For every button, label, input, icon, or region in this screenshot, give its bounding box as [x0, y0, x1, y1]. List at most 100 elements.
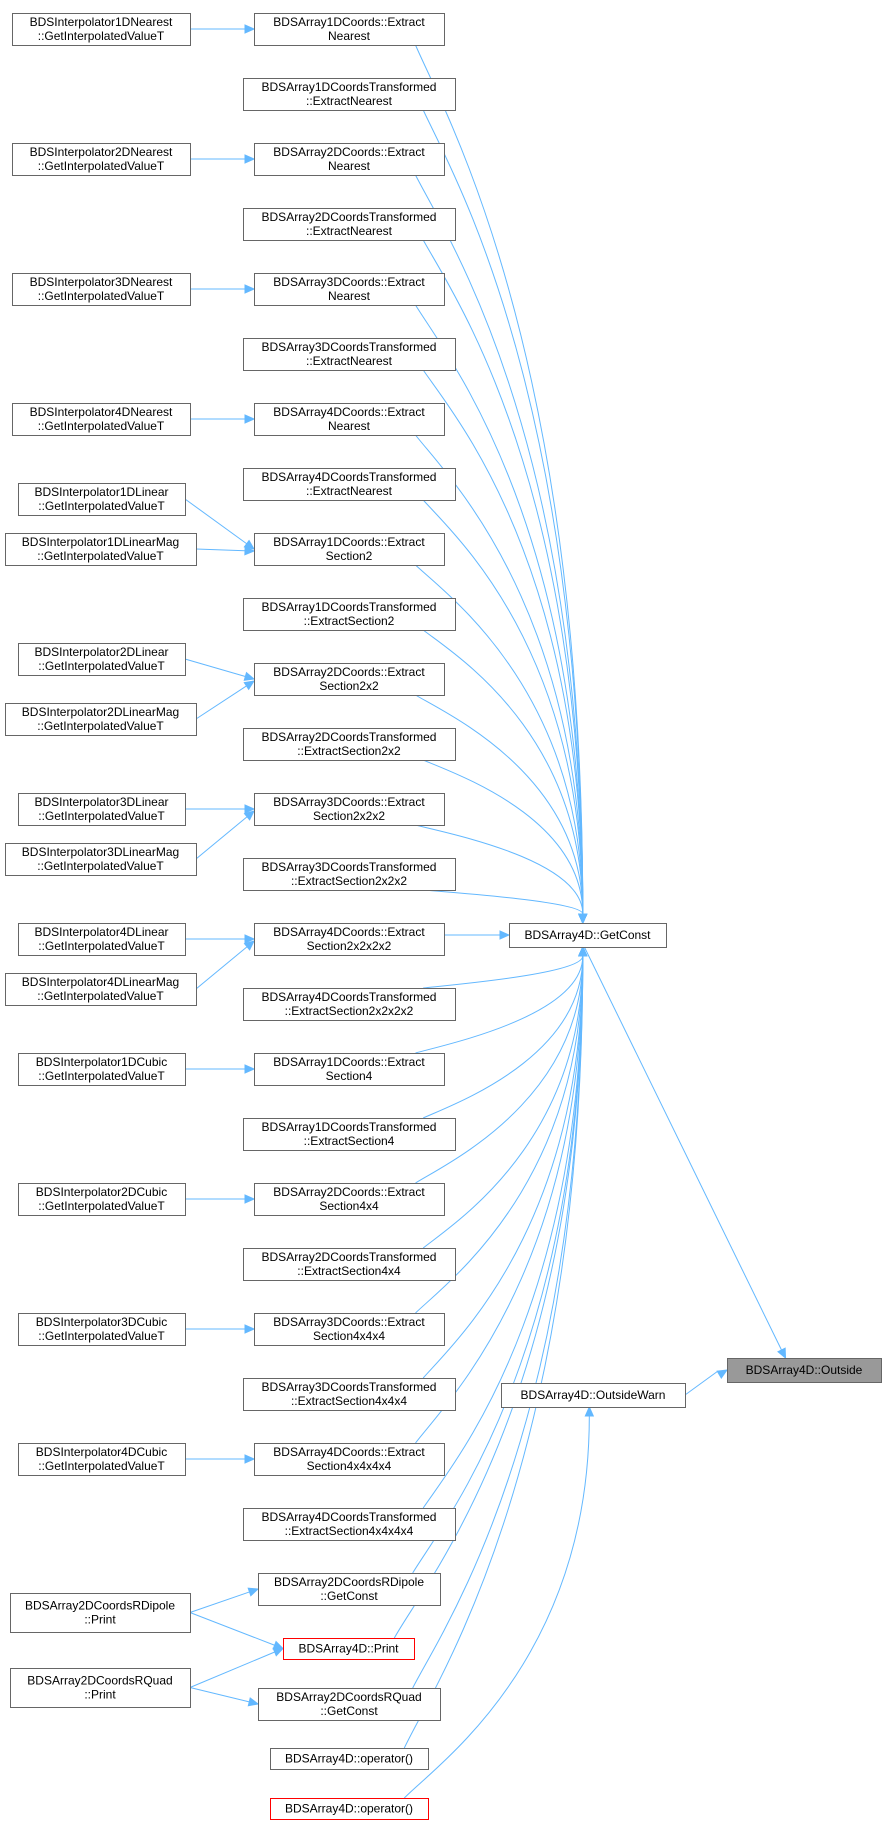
node-bdsarray4dcoords-extract-section2x2x2x2[interactable]: BDSArray4DCoords::ExtractSection2x2x2x2: [254, 923, 445, 956]
node-bdsinterpolator1dlinearmag-getinterpolatedvaluet[interactable]: BDSInterpolator1DLinearMag::GetInterpola…: [5, 533, 197, 566]
edge-n34-to-gc: [422, 955, 584, 1249]
node-box: [254, 143, 445, 176]
node-label-line: BDSArray4D::GetConst: [524, 928, 651, 942]
edges-layer: [184, 24, 787, 1799]
node-bdsinterpolator4dlinearmag-getinterpolatedvaluet[interactable]: BDSInterpolator4DLinearMag::GetInterpola…: [5, 973, 197, 1006]
node-bdsarray2dcoordstransformed-extractnearest[interactable]: BDSArray2DCoordsTransformed::ExtractNear…: [243, 208, 456, 241]
node-label-line: Nearest: [328, 159, 371, 173]
node-label-line: ::ExtractNearest: [306, 354, 393, 368]
node-label-line: ::ExtractSection4: [304, 1134, 395, 1148]
node-bdsinterpolator2dcubic-getinterpolatedvaluet[interactable]: BDSInterpolator2DCubic::GetInterpolatedV…: [18, 1183, 186, 1216]
node-bdsarray3dcoordstransformed-extractsection4x4x4[interactable]: BDSArray3DCoordsTransformed::ExtractSect…: [243, 1378, 456, 1411]
node-bdsarray4d-operator[interactable]: BDSArray4D::operator(): [270, 1798, 429, 1820]
edge-n15-to-gc: [415, 564, 584, 915]
node-label-line: ::ExtractSection4x4x4x4: [285, 1524, 414, 1538]
node-box: [270, 1748, 429, 1770]
node-label-line: BDSArray3DCoordsTransformed: [262, 340, 437, 354]
node-label-line: BDSArray2DCoordsRDipole: [274, 1575, 424, 1589]
edge-n36-to-gc: [415, 955, 584, 1314]
node-label-line: BDSArray3DCoords::Extract: [273, 795, 425, 809]
node-bdsarray2dcoordsrdipole-getconst[interactable]: BDSArray2DCoordsRDipole::GetConst: [258, 1573, 441, 1606]
node-bdsarray1dcoords-extract-nearest[interactable]: BDSArray1DCoords::ExtractNearest: [254, 13, 445, 46]
edge-arrowhead: [716, 1369, 729, 1379]
node-label-line: BDSInterpolator2DLinear: [34, 645, 168, 659]
node-bdsarray3dcoords-extract-nearest[interactable]: BDSArray3DCoords::ExtractNearest: [254, 273, 445, 306]
node-bdsarray3dcoordstransformed-extractnearest[interactable]: BDSArray3DCoordsTransformed::ExtractNear…: [243, 338, 456, 371]
node-bdsarray4dcoordstransformed-extractsection2x2x2x2[interactable]: BDSArray4DCoordsTransformed::ExtractSect…: [243, 988, 456, 1021]
node-bdsinterpolator3dnearest-getinterpolatedvaluet[interactable]: BDSInterpolator3DNearest::GetInterpolate…: [12, 273, 191, 306]
node-bdsinterpolator1dnearest-getinterpolatedvaluet[interactable]: BDSInterpolator1DNearest::GetInterpolate…: [12, 13, 191, 46]
node-label-line: ::GetInterpolatedValueT: [37, 989, 164, 1003]
node-bdsarray1dcoords-extract-section4[interactable]: BDSArray1DCoords::ExtractSection4: [254, 1053, 445, 1086]
node-bdsarray4d-getconst[interactable]: BDSArray4D::GetConst: [509, 923, 667, 948]
node-bdsarray2dcoordstransformed-extractsection2x2[interactable]: BDSArray2DCoordsTransformed::ExtractSect…: [243, 728, 456, 761]
node-box: [243, 988, 456, 1021]
node-bdsinterpolator2dlinear-getinterpolatedvaluet[interactable]: BDSInterpolator2DLinear::GetInterpolated…: [18, 643, 186, 676]
node-bdsarray4d-operator[interactable]: BDSArray4D::operator(): [270, 1748, 429, 1770]
node-bdsarray1dcoordstransformed-extractsection4[interactable]: BDSArray1DCoordsTransformed::ExtractSect…: [243, 1118, 456, 1151]
edge-n26-to-n27: [195, 946, 248, 990]
node-box: [243, 598, 456, 631]
node-label-line: ::GetInterpolatedValueT: [37, 719, 164, 733]
node-bdsarray4dcoordstransformed-extractsection4x4x4x4[interactable]: BDSArray4DCoordsTransformed::ExtractSect…: [243, 1508, 456, 1541]
node-bdsinterpolator3dlinearmag-getinterpolatedvaluet[interactable]: BDSInterpolator3DLinearMag::GetInterpola…: [5, 843, 197, 876]
node-bdsinterpolator4dcubic-getinterpolatedvaluet[interactable]: BDSInterpolator4DCubic::GetInterpolatedV…: [18, 1443, 186, 1476]
node-bdsarray4d-print[interactable]: BDSArray4D::Print: [283, 1638, 415, 1660]
node-bdsarray2dcoords-extract-nearest[interactable]: BDSArray2DCoords::ExtractNearest: [254, 143, 445, 176]
edge-arrowhead: [578, 945, 588, 957]
node-bdsinterpolator4dnearest-getinterpolatedvaluet[interactable]: BDSInterpolator4DNearest::GetInterpolate…: [12, 403, 191, 436]
node-box: [18, 1443, 186, 1476]
node-box: [18, 1053, 186, 1086]
node-bdsarray4dcoords-extract-nearest[interactable]: BDSArray4DCoords::ExtractNearest: [254, 403, 445, 436]
edge-n28-to-gc: [423, 955, 584, 989]
node-label-line: Section4x4x4x4: [307, 1459, 392, 1473]
node-bdsarray2dcoordsrquad-getconst[interactable]: BDSArray2DCoordsRQuad::GetConst: [258, 1688, 441, 1721]
node-bdsarray3dcoordstransformed-extractsection2x2x2[interactable]: BDSArray3DCoordsTransformed::ExtractSect…: [243, 858, 456, 891]
node-box: [18, 793, 186, 826]
node-label-line: Section2: [326, 549, 373, 563]
node-box: [5, 533, 197, 566]
node-box: [254, 13, 445, 46]
node-label-line: BDSArray2DCoords::Extract: [273, 665, 425, 679]
node-bdsarray4d-outside[interactable]: BDSArray4D::Outside: [727, 1358, 882, 1383]
node-box: [254, 1313, 445, 1346]
node-box: [501, 1383, 686, 1408]
node-bdsinterpolator1dlinear-getinterpolatedvaluet[interactable]: BDSInterpolator1DLinear::GetInterpolated…: [18, 483, 186, 516]
node-label-line: ::GetInterpolatedValueT: [37, 549, 164, 563]
edge-arrowhead: [499, 930, 511, 940]
node-bdsinterpolator4dlinear-getinterpolatedvaluet[interactable]: BDSInterpolator4DLinear::GetInterpolated…: [18, 923, 186, 956]
node-bdsinterpolator2dnearest-getinterpolatedvaluet[interactable]: BDSInterpolator2DNearest::GetInterpolate…: [12, 143, 191, 176]
node-bdsarray2dcoords-extract-section2x2[interactable]: BDSArray2DCoords::ExtractSection2x2: [254, 663, 445, 696]
node-bdsarray2dcoordsrquad-print[interactable]: BDSArray2DCoordsRQuad::Print: [10, 1668, 191, 1708]
node-bdsinterpolator1dcubic-getinterpolatedvaluet[interactable]: BDSInterpolator1DCubic::GetInterpolatedV…: [18, 1053, 186, 1086]
node-bdsarray4dcoords-extract-section4x4x4x4[interactable]: BDSArray4DCoords::ExtractSection4x4x4x4: [254, 1443, 445, 1476]
node-label-line: BDSInterpolator1DLinearMag: [22, 535, 179, 549]
node-bdsarray2dcoordsrdipole-print[interactable]: BDSArray2DCoordsRDipole::Print: [10, 1593, 191, 1633]
node-bdsarray2dcoordstransformed-extractsection4x4[interactable]: BDSArray2DCoordsTransformed::ExtractSect…: [243, 1248, 456, 1281]
node-bdsarray1dcoordstransformed-extractnearest[interactable]: BDSArray1DCoordsTransformed::ExtractNear…: [243, 78, 456, 111]
edge-arrowhead: [578, 913, 588, 925]
node-box: [243, 1378, 456, 1411]
node-label-line: BDSArray1DCoordsTransformed: [262, 1120, 437, 1134]
node-bdsarray3dcoords-extract-section2x2x2[interactable]: BDSArray3DCoords::ExtractSection2x2x2: [254, 793, 445, 826]
node-label-line: Section4x4: [319, 1199, 379, 1213]
edge-arrowhead: [584, 1405, 595, 1417]
node-bdsarray1dcoords-extract-section2[interactable]: BDSArray1DCoords::ExtractSection2: [254, 533, 445, 566]
node-bdsarray1dcoordstransformed-extractsection2[interactable]: BDSArray1DCoordsTransformed::ExtractSect…: [243, 598, 456, 631]
node-bdsarray4dcoordstransformed-extractnearest[interactable]: BDSArray4DCoordsTransformed::ExtractNear…: [243, 468, 456, 501]
node-label-line: BDSArray4DCoordsTransformed: [262, 990, 437, 1004]
node-bdsinterpolator2dlinearmag-getinterpolatedvaluet[interactable]: BDSInterpolator2DLinearMag::GetInterpola…: [5, 703, 197, 736]
node-bdsarray3dcoords-extract-section4x4x4[interactable]: BDSArray3DCoords::ExtractSection4x4x4: [254, 1313, 445, 1346]
node-label-line: ::GetInterpolatedValueT: [38, 289, 165, 303]
node-bdsinterpolator3dlinear-getinterpolatedvaluet[interactable]: BDSInterpolator3DLinear::GetInterpolated…: [18, 793, 186, 826]
node-bdsinterpolator3dcubic-getinterpolatedvaluet[interactable]: BDSInterpolator3DCubic::GetInterpolatedV…: [18, 1313, 186, 1346]
edge-arrowhead: [244, 1324, 256, 1334]
node-box: [254, 533, 445, 566]
node-bdsarray4d-outsidewarn[interactable]: BDSArray4D::OutsideWarn: [501, 1383, 686, 1408]
node-box: [243, 858, 456, 891]
node-box: [243, 468, 456, 501]
edge-arrowhead: [777, 1347, 787, 1360]
node-box: [12, 143, 191, 176]
node-bdsarray2dcoords-extract-section4x4[interactable]: BDSArray2DCoords::ExtractSection4x4: [254, 1183, 445, 1216]
edge-arrowhead: [243, 940, 255, 951]
